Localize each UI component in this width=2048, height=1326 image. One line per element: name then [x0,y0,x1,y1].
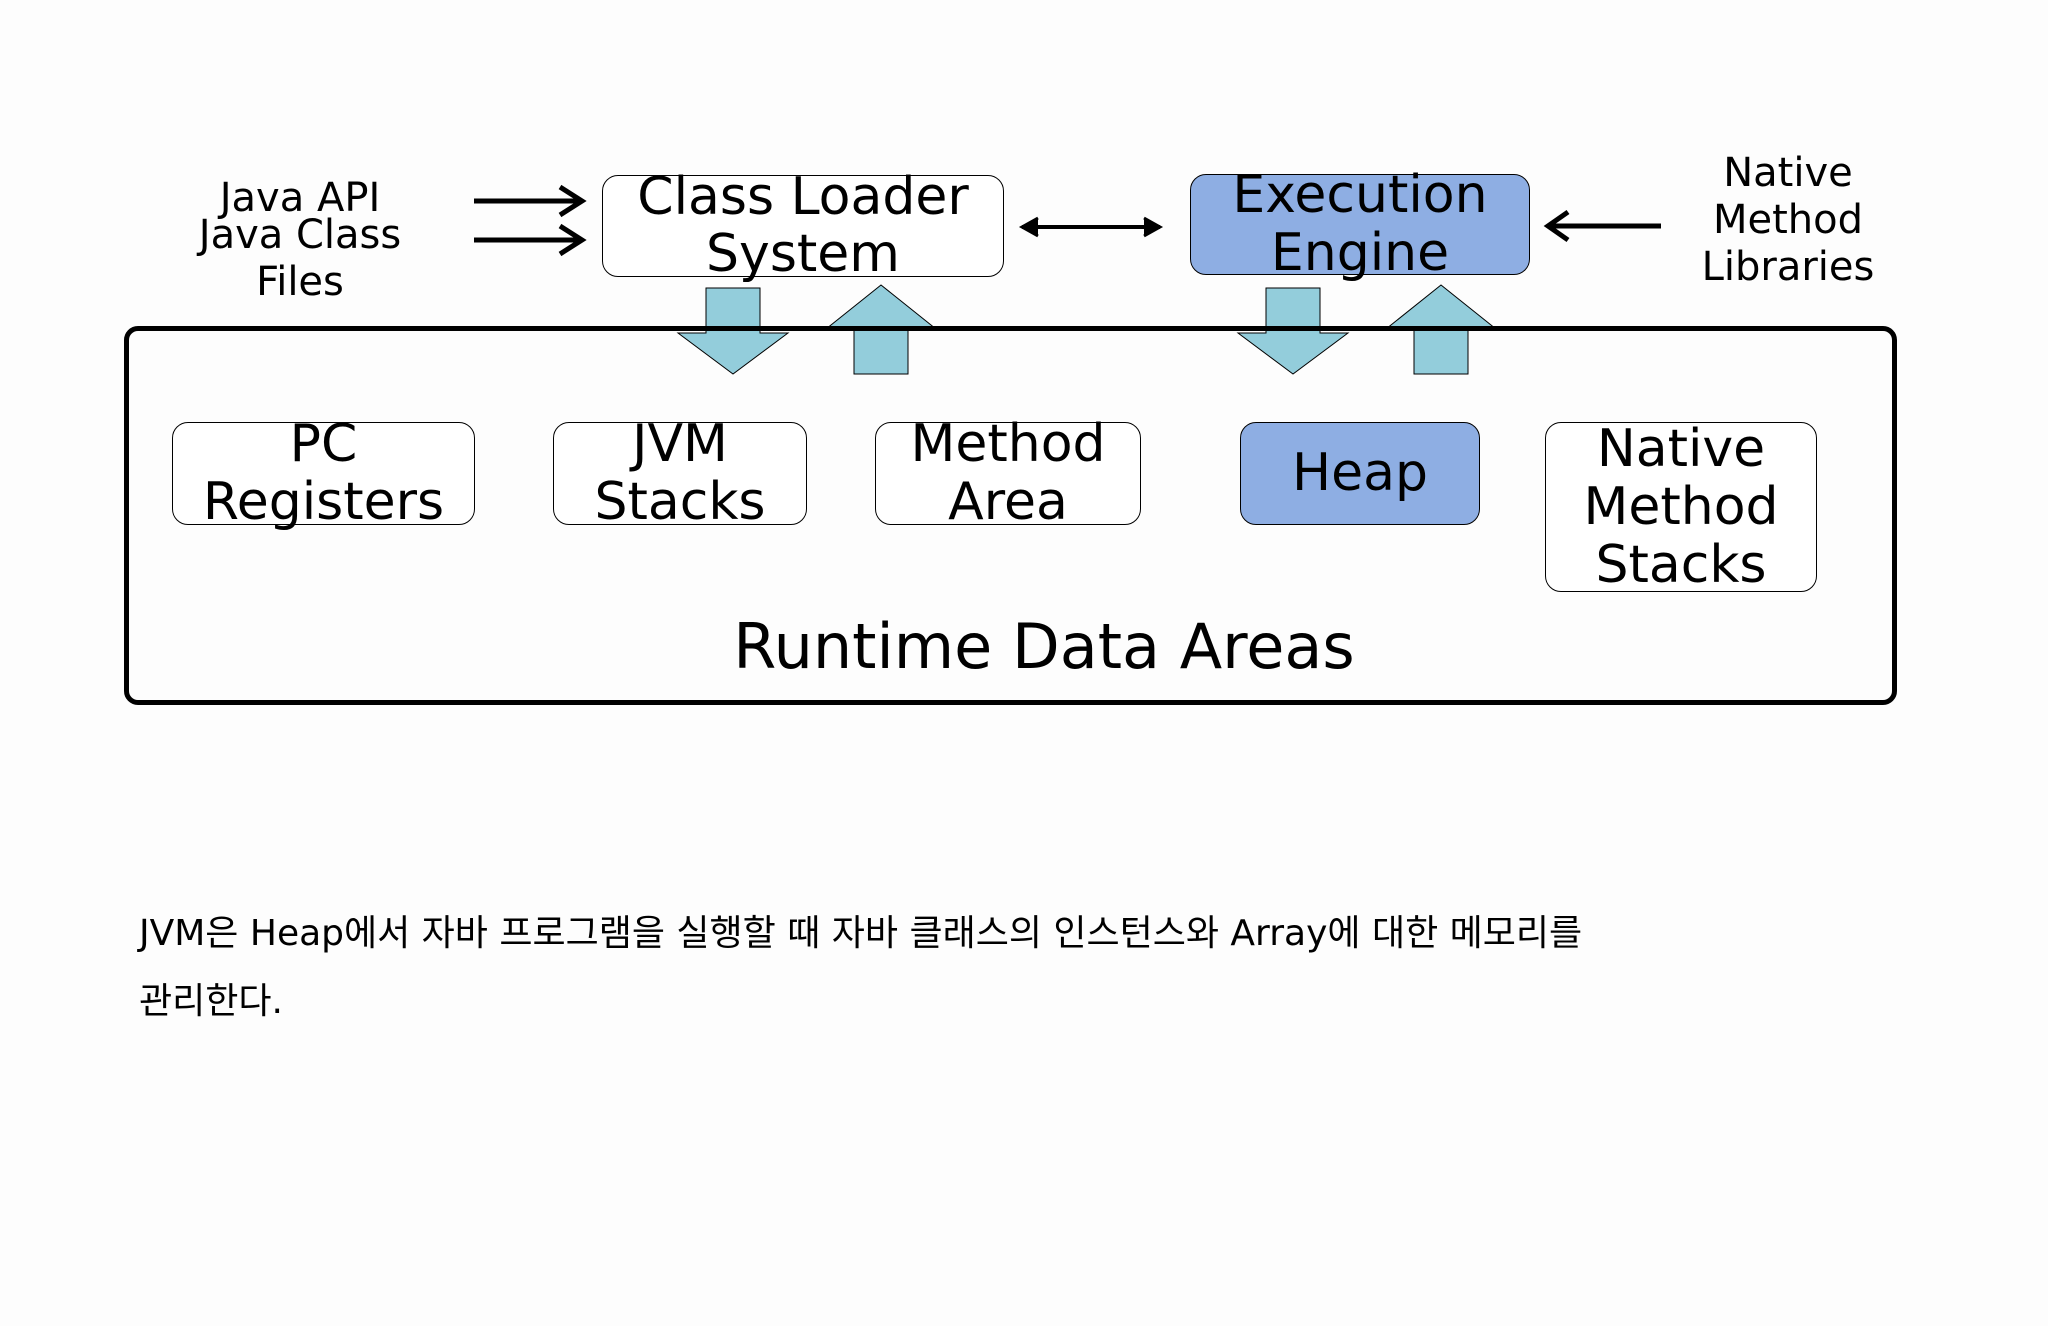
method-area: Method Area [875,416,1141,530]
java-api-label: Java API [219,175,381,221]
native-libraries-arrowhead [1543,209,1570,243]
execution-engine: Execution Engine [1190,167,1530,281]
loader-engine-arrowhead-right [1143,216,1164,238]
caption-line-1: JVM은 Heap에서 자바 프로그램을 실행할 때 자바 클래스의 인스턴스와… [139,913,1583,954]
runtime-data-areas-title: Runtime Data Areas [733,610,1355,683]
loader-engine-arrowhead-left [1018,216,1039,238]
heap: Heap [1240,422,1480,525]
pc-registers: PC Registers [172,416,475,530]
native-method-libraries-label: Native Method Libraries [1701,150,1875,290]
java-class-files-label: Java Class Files [198,212,402,305]
loader-down-arrow [676,287,790,375]
class-loader-system: Class Loader System [602,168,1004,283]
caption-line-2: 관리한다. [139,981,283,1022]
java-api-arrowhead [558,184,587,218]
caption: JVM은 Heap에서 자바 프로그램을 실행할 때 자바 클래스의 인스턴스와… [139,900,1839,1036]
engine-down-arrow [1236,287,1350,375]
native-method-stacks: Native Method Stacks [1545,420,1817,594]
jvm-stacks: JVM Stacks [553,416,807,530]
class-files-arrowhead [558,223,587,257]
runtime-data-areas-frame [124,326,1897,705]
